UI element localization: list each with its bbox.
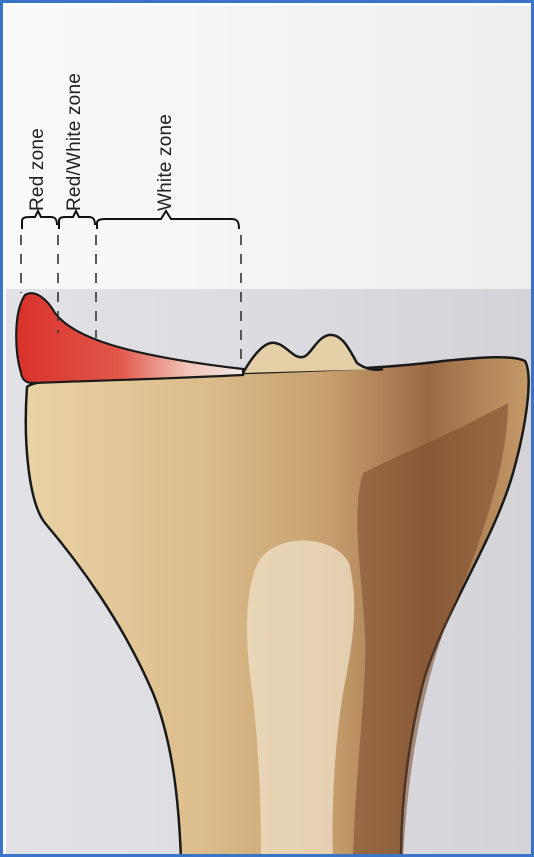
label-white-zone: White zone xyxy=(155,114,177,211)
zone-brackets xyxy=(22,211,239,229)
label-red-white-zone: Red/White zone xyxy=(64,73,86,211)
lateral-shadow xyxy=(353,403,508,857)
tibial-spines xyxy=(243,335,383,373)
label-red-zone: Red zone xyxy=(27,128,49,211)
bracket-red-white xyxy=(59,211,95,229)
bracket-red xyxy=(22,211,57,229)
meniscus-wedge xyxy=(16,293,243,383)
bracket-white xyxy=(97,211,239,229)
